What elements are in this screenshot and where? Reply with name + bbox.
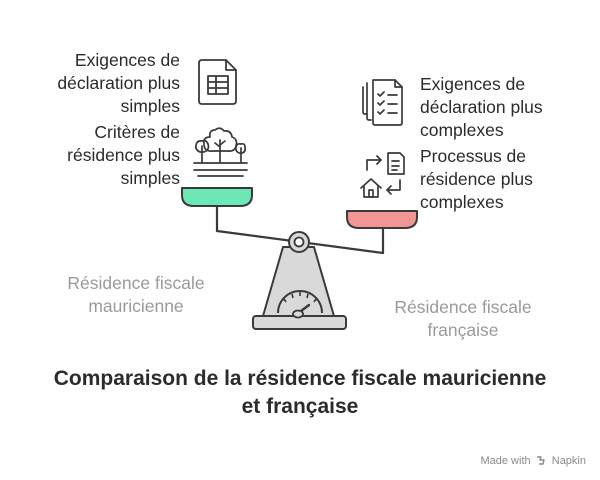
credit-prefix: Made with [480,455,531,467]
text-line: française [427,320,499,340]
text-line: résidence plus [420,169,533,189]
home-relocation-arrows-icon [360,152,405,198]
text-line: Critères de [94,122,180,142]
text-line: complexes [420,192,504,212]
left-item-simpler-declaration: Exigences de déclaration plus simples [57,49,180,118]
text-line: déclaration plus [57,73,180,93]
right-pan [346,210,418,229]
text-line: Exigences de [74,50,180,70]
right-item-complex-residence: Processus de résidence plus complexes [420,145,533,214]
right-item-complex-declaration: Exigences de déclaration plus complexes [420,73,543,142]
diagram-title: Comparaison de la résidence fiscale maur… [0,365,600,421]
text-line: simples [120,168,180,188]
text-line: Exigences de [420,74,526,94]
text-line: simples [120,96,180,116]
credit-brand: Napkin [551,455,586,467]
label-french-residence: Résidence fiscale française [373,296,553,342]
label-mauritian-residence: Résidence fiscale mauricienne [46,272,226,318]
text-line: complexes [420,120,504,140]
text-line: résidence plus [67,145,180,165]
scale-beam [215,204,385,255]
left-item-simpler-residence: Critères de résidence plus simples [67,121,180,190]
stacked-checklist-documents-icon [362,79,403,126]
text-line: Processus de [420,146,527,166]
text-line: déclaration plus [420,97,543,117]
text-line: mauricienne [88,296,184,316]
left-pan [181,187,253,207]
trees-landscape-icon [193,127,248,177]
napkin-credit: Made with Napkin [480,455,586,467]
title-line: Comparaison de la résidence fiscale maur… [53,367,547,390]
spreadsheet-document-icon [198,59,237,105]
text-line: Résidence fiscale [394,297,532,317]
napkin-logo-icon [536,456,545,465]
scale-base [252,246,347,330]
title-line: et française [241,395,359,418]
text-line: Résidence fiscale [67,273,205,293]
